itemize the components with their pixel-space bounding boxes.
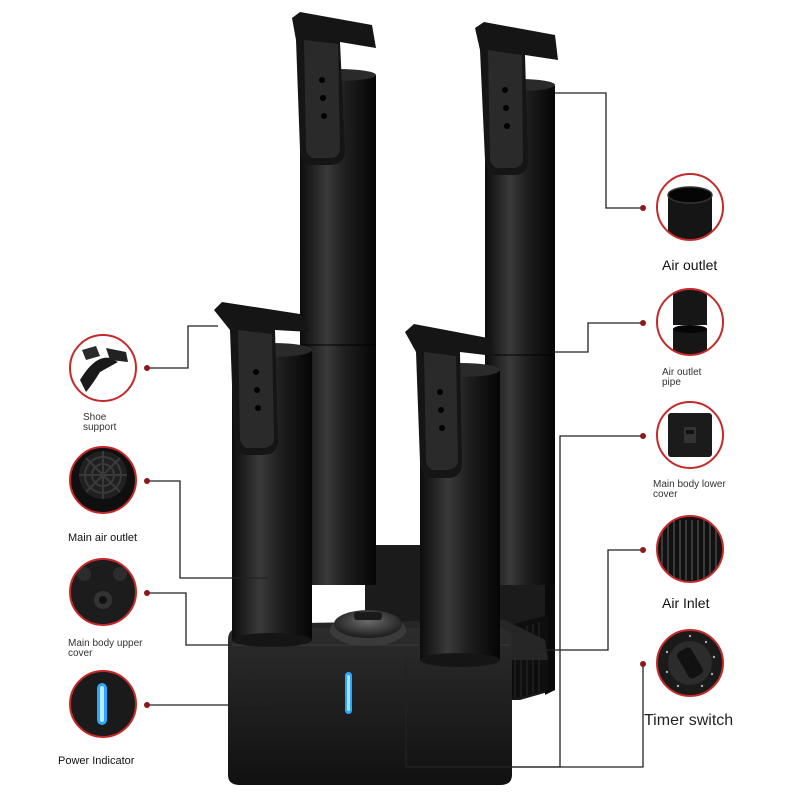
label-air-outlet-pipe-line1: Air outlet — [662, 367, 702, 378]
front-right-tube — [405, 324, 500, 667]
detail-air-outlet-pipe — [656, 288, 724, 356]
detail-main-body-lower-cover — [656, 401, 724, 469]
rear-left-tube — [292, 12, 376, 585]
label-main-air-outlet: Main air outlet — [68, 532, 138, 544]
label-main-body-lower-line2: cover — [653, 489, 678, 500]
label-timer-switch: Timer switch — [644, 712, 734, 729]
label-air-outlet-pipe: Air outlet pipe — [662, 368, 701, 388]
detail-air-inlet — [656, 515, 724, 583]
label-air-outlet: Air outlet — [662, 257, 718, 273]
timer-knob — [330, 610, 406, 646]
detail-timer-switch — [656, 629, 724, 697]
detail-main-body-upper-cover — [69, 558, 137, 626]
callout-dots — [144, 205, 646, 708]
label-shoe-support: Shoe support — [83, 413, 116, 433]
detail-main-air-outlet — [69, 446, 137, 514]
detail-power-indicator — [69, 670, 137, 738]
label-main-body-upper-line1: Main body upper — [68, 638, 143, 649]
label-main-body-lower-line1: Main body lower — [653, 479, 726, 490]
front-left-tube — [214, 302, 312, 647]
label-power-indicator: Power Indicator — [58, 755, 135, 767]
label-main-body-upper-line2: cover — [68, 648, 93, 659]
label-air-inlet: Air Inlet — [662, 595, 710, 611]
detail-air-outlet — [656, 173, 724, 241]
label-shoe-support-line1: Shoe — [83, 412, 107, 423]
callout-lines — [147, 92, 644, 768]
rear-right-tube — [475, 22, 558, 585]
label-air-outlet-pipe-line2: pipe — [662, 377, 681, 388]
label-shoe-support-line2: support — [83, 422, 117, 433]
label-main-body-upper-cover: Main body upper cover — [68, 639, 143, 659]
label-main-body-lower-cover: Main body lower cover — [653, 480, 726, 500]
detail-shoe-support — [69, 334, 137, 402]
